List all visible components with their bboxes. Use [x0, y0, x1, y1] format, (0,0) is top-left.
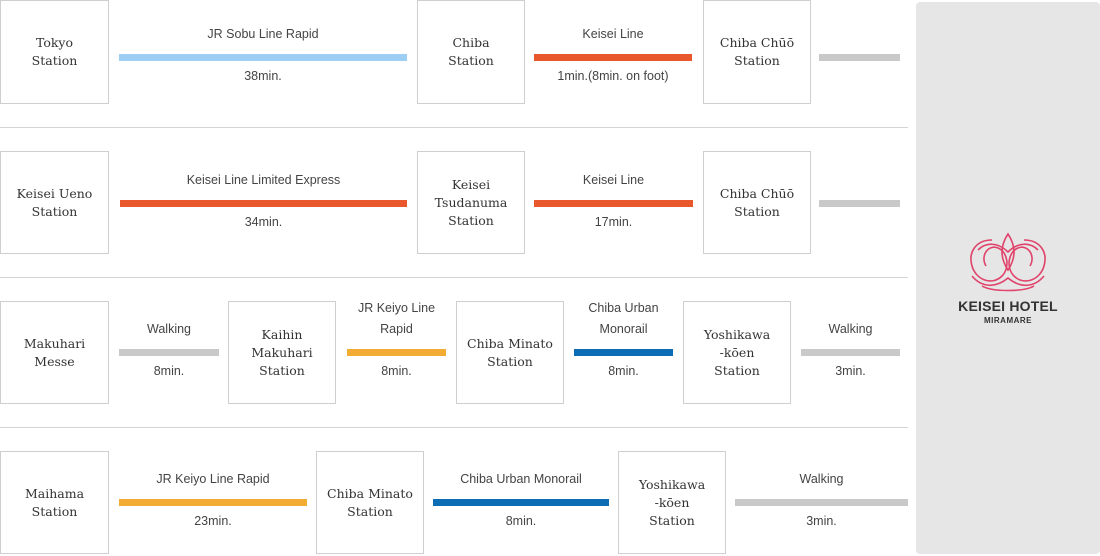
travel-time: 34min. [244, 215, 283, 229]
station-tokyo: Tokyo Station [0, 0, 109, 104]
station-kaihin-makuhari: Kaihin Makuhari Station [228, 301, 336, 404]
hotel-subtitle: MIRAMARE [984, 316, 1032, 325]
travel-time: 23min. [194, 514, 232, 528]
line-bar [119, 349, 219, 356]
travel-time: 38min. [244, 69, 282, 83]
route-divider [0, 127, 908, 128]
station-chiba: Chiba Station [417, 0, 525, 104]
travel-time: 8min. [505, 514, 537, 528]
line-bar [819, 200, 900, 207]
travel-time: 8min. [608, 364, 639, 378]
hotel-monogram-logo [970, 232, 1046, 292]
line-bar [347, 349, 446, 356]
line-label: JR Sobu Line Rapid [207, 27, 319, 41]
route-divider [0, 427, 908, 428]
station-chiba-minato: Chiba Minato Station [316, 451, 424, 554]
line-label: Walking [828, 322, 873, 336]
station-maihama: Maihama Station [0, 451, 109, 554]
station-chiba-minato: Chiba Minato Station [456, 301, 564, 404]
station-chiba-chuo: Chiba Chūō Station [703, 0, 811, 104]
line-bar [119, 499, 307, 506]
hotel-panel: KEISEI HOTEL MIRAMARE [916, 2, 1100, 554]
line-label: Walking [799, 472, 844, 486]
route-divider [0, 277, 908, 278]
line-bar [119, 54, 407, 61]
line-bar [120, 200, 407, 207]
line-label: Keisei Line [582, 27, 644, 41]
line-bar [801, 349, 900, 356]
station-chiba-chuo: Chiba Chūō Station [703, 151, 811, 254]
travel-time: 17min. [594, 215, 633, 229]
travel-time: 8min. [153, 364, 185, 378]
station-keisei-tsudanuma: Keisei Tsudanuma Station [417, 151, 525, 254]
travel-time: 1min.(8min. on foot) [557, 69, 669, 83]
travel-time: 8min. [381, 364, 412, 378]
line-bar [534, 54, 692, 61]
travel-time: 3min. [806, 514, 837, 528]
station-yoshikawa-koen: Yoshikawa -kōen Station [683, 301, 791, 404]
line-bar [735, 499, 908, 506]
line-label: Walking [147, 322, 191, 336]
line-label: JR Keiyo Line Rapid [156, 472, 270, 486]
line-bar [819, 54, 900, 61]
line-bar [534, 200, 693, 207]
line-bar [433, 499, 609, 506]
line-label: Chiba Urban Monorail [460, 472, 582, 486]
line-label: Keisei Line Limited Express [186, 173, 341, 187]
station-keisei-ueno: Keisei Ueno Station [0, 151, 109, 254]
line-bar [574, 349, 673, 356]
hotel-name: KEISEI HOTEL [958, 298, 1058, 314]
line-label: Chiba Urban Monorail [588, 301, 659, 336]
line-label: Keisei Line [582, 173, 645, 187]
station-makuhari-messe: Makuhari Messe [0, 301, 109, 404]
line-label: JR Keiyo Line Rapid [357, 301, 436, 336]
station-yoshikawa-koen: Yoshikawa -kōen Station [618, 451, 726, 554]
travel-time: 3min. [835, 364, 866, 378]
